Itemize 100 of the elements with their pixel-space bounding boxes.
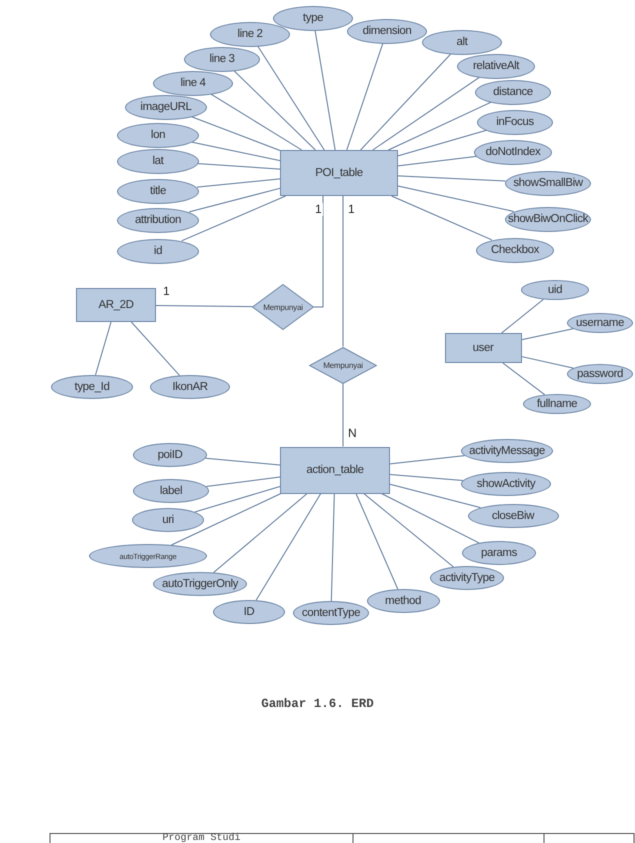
attribute-name: username <box>576 317 624 329</box>
attribute-name: password <box>576 368 624 380</box>
attribute-name: doNotIndex <box>486 146 540 158</box>
attribute-ellipse <box>273 6 353 30</box>
relationship-name: Mempunyai <box>263 302 303 312</box>
attribute-name: params <box>481 547 517 559</box>
connector-line <box>188 188 280 212</box>
attribute-ellipse <box>475 80 551 104</box>
connector-line <box>342 196 344 347</box>
attribute-name: imageURL <box>140 101 192 113</box>
attribute-name: title <box>150 185 166 197</box>
attribute-name: dimension <box>362 25 412 37</box>
relationship-name: Mempunyai <box>323 360 363 370</box>
attribute-ellipse <box>505 206 591 232</box>
connector-line <box>346 42 384 150</box>
attribute-name: fullname <box>536 398 578 410</box>
attribute-name: line 2 <box>237 28 263 40</box>
connector-line <box>398 130 487 156</box>
attribute-ellipse <box>184 46 260 72</box>
connector-line <box>191 142 280 162</box>
connector-line <box>521 328 574 340</box>
connector-line <box>372 76 480 150</box>
connector-line <box>191 116 280 151</box>
attribute-name: poiID <box>158 449 182 461</box>
entity-name: user <box>472 342 494 354</box>
attribute-ellipse <box>567 364 633 384</box>
connector-line <box>314 196 324 308</box>
attribute-name: contentType <box>302 607 360 619</box>
attribute-ellipse <box>366 589 440 613</box>
attribute-ellipse <box>422 30 502 54</box>
attribute-ellipse <box>117 208 199 232</box>
attribute-ellipse <box>293 601 369 625</box>
attribute-name: type_Id <box>74 381 110 393</box>
attribute-name: line 3 <box>209 53 235 65</box>
connector-line <box>356 493 398 590</box>
connector-line <box>398 175 506 182</box>
cardinality-label: N <box>347 427 358 440</box>
cardinality-label: 1 <box>314 203 323 216</box>
connector-line <box>205 458 280 466</box>
connector-line <box>206 476 280 487</box>
attribute-name: showSmallBiw <box>513 177 583 189</box>
entity-box <box>280 446 390 494</box>
connector-line <box>213 493 308 574</box>
connector-line <box>360 54 452 150</box>
attribute-name: activityType <box>439 572 495 584</box>
attribute-ellipse <box>567 313 633 333</box>
attribute-name: showActivity <box>476 478 536 490</box>
entity-box <box>280 150 398 196</box>
connector-line <box>502 362 546 396</box>
connector-line <box>257 46 325 150</box>
connector-line <box>501 298 544 334</box>
connector-line <box>210 94 302 150</box>
attribute-name: type <box>302 12 324 24</box>
attribute-name: autoTriggerOnly <box>162 578 238 590</box>
attribute-name: label <box>160 485 182 497</box>
attribute-name: ID <box>244 606 254 618</box>
attribute-ellipse <box>132 508 204 532</box>
connector-line <box>521 356 574 369</box>
attribute-name: distance <box>493 86 533 98</box>
attribute-name: relativeAlt <box>472 60 520 72</box>
entity-name: action_table <box>306 464 364 476</box>
attribute-name: id <box>154 245 162 257</box>
attribute-ellipse <box>347 18 427 44</box>
attribute-name: activityMessage <box>469 445 545 457</box>
connector-line <box>390 455 466 464</box>
figure-caption: Gambar 1.6. ERD <box>261 697 374 711</box>
attribute-name: line 4 <box>180 77 206 89</box>
connector-line <box>391 196 492 240</box>
attribute-name: method <box>385 595 421 607</box>
connector-line <box>390 484 481 508</box>
connector-line <box>314 30 336 150</box>
attribute-name: Checkbox <box>491 244 539 256</box>
attribute-ellipse <box>477 110 553 134</box>
connector-line <box>170 492 282 546</box>
connector-line <box>196 178 280 188</box>
attribute-name: alt <box>456 36 468 48</box>
connector-line <box>388 102 492 150</box>
attribute-name: showBiwOnClick <box>508 213 588 225</box>
attribute-ellipse <box>210 22 290 46</box>
attribute-name: lon <box>150 129 166 141</box>
connector-line <box>330 493 335 602</box>
connector-line <box>194 486 280 512</box>
entity-box <box>444 333 522 363</box>
attribute-name: IkonAR <box>172 381 208 393</box>
attribute-name: uid <box>548 284 562 296</box>
entity-name: AR_2D <box>98 299 134 311</box>
entity-box <box>76 288 156 322</box>
cardinality-label: 1 <box>347 203 356 216</box>
connector-line <box>198 163 280 170</box>
table-cell-text: Program Studi <box>161 834 242 843</box>
entity-name: POI_table <box>315 167 363 179</box>
connector-line <box>95 322 112 376</box>
connector-line <box>130 322 180 376</box>
connector-line <box>156 304 253 308</box>
connector-line <box>363 493 454 568</box>
attribute-name: attribution <box>134 214 182 226</box>
connector-line <box>398 185 514 212</box>
connector-line <box>234 70 316 150</box>
attribute-name: inFocus <box>496 116 534 128</box>
attribute-name: closeBiw <box>492 510 534 522</box>
